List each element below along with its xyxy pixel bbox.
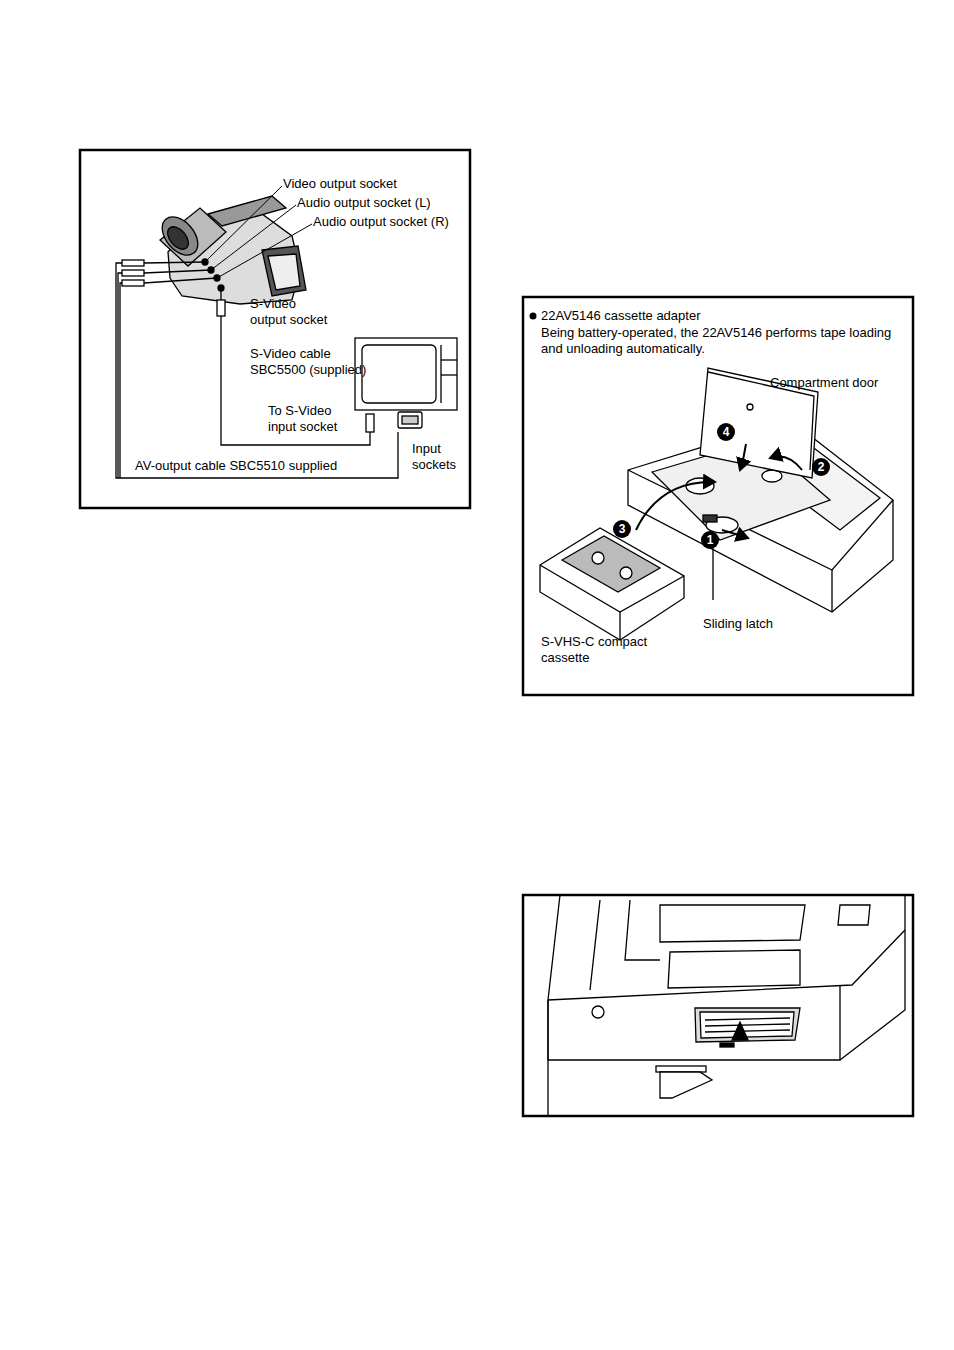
drawing-path — [262, 246, 306, 296]
drawing-path — [540, 528, 684, 640]
drawing-ellipse — [686, 478, 714, 494]
part-label: Sliding latch — [703, 616, 773, 632]
adapter-closeup-drawing — [548, 895, 905, 1116]
s-video-cable — [217, 291, 374, 445]
drawing-path — [548, 895, 560, 1116]
drawing-path — [636, 482, 715, 530]
part-label: Audio output socket (L) — [297, 195, 431, 211]
drawing-line — [441, 359, 457, 360]
callout-number: 3 — [613, 520, 631, 538]
drawing-path — [732, 1022, 748, 1040]
drawing-rect — [398, 412, 422, 428]
drawing-path — [705, 1018, 790, 1032]
drawing-line — [211, 205, 296, 270]
drawing-line — [217, 224, 312, 278]
drawing-path — [770, 457, 802, 471]
drawing-path — [268, 254, 300, 290]
part-label: Audio output socket (R) — [313, 214, 449, 230]
drawing-path — [700, 1012, 794, 1038]
drawing-path — [838, 905, 870, 925]
drawing-rect — [217, 300, 225, 316]
drawing-rect — [122, 280, 144, 286]
drawing-circle — [620, 567, 632, 579]
drawing-line — [441, 374, 457, 375]
drawing-rect — [703, 515, 717, 522]
cable-label: S-Video cable SBC5500 (supplied) — [250, 346, 372, 378]
drawing-polyline — [120, 283, 122, 478]
drawing-path — [548, 985, 840, 1060]
drawing-line — [144, 270, 211, 273]
callout-number: 1 — [701, 531, 719, 549]
tv-drawing — [355, 338, 457, 410]
drawing-rect — [122, 270, 144, 276]
drawing-ellipse — [164, 223, 193, 253]
cable-label: AV-output cable SBC5510 supplied — [135, 458, 337, 474]
drawing-circle — [218, 285, 224, 291]
part-label: Video output socket — [283, 176, 397, 192]
part-label: To S-Video input socket — [268, 403, 360, 435]
drawing-path — [660, 1072, 712, 1098]
drawing-rect — [366, 414, 374, 432]
callout-number: 2 — [812, 458, 830, 476]
drawing-polyline — [118, 273, 122, 478]
drawing-circle — [592, 1006, 604, 1018]
drawing-rect — [80, 150, 470, 508]
drawing-rect — [523, 895, 913, 1116]
drawing-path — [695, 1008, 800, 1042]
description-note: Being battery-operated, the 22AV5146 per… — [541, 325, 901, 357]
drawing-path — [668, 950, 800, 988]
drawing-rect — [656, 1066, 706, 1072]
camcorder-drawing — [155, 196, 306, 304]
drawing-path — [562, 536, 660, 592]
leader-lines — [205, 186, 312, 278]
drawing-path — [722, 530, 748, 538]
drawing-rect — [122, 260, 144, 266]
drawing-circle — [747, 404, 753, 410]
action-arrows — [636, 444, 802, 538]
drawing-polyline — [221, 316, 370, 445]
drawing-line — [831, 570, 832, 612]
drawing-path — [625, 900, 660, 960]
drawing-line — [220, 291, 221, 300]
compact-cassette-drawing — [540, 528, 684, 640]
drawing-rect — [523, 297, 913, 695]
drawing-path — [660, 905, 805, 942]
drawing-rect — [362, 345, 436, 403]
drawing-ellipse — [155, 210, 205, 262]
drawing-line — [440, 345, 441, 403]
callout-number: 4 — [717, 423, 735, 441]
drawing-rect — [355, 338, 457, 410]
bullet — [530, 313, 537, 320]
drawing-path — [740, 444, 746, 470]
drawing-rect — [402, 416, 418, 424]
drawing-line — [144, 262, 205, 263]
part-label: S-Video output socket — [250, 296, 332, 328]
figure-heading: 22AV5146 cassette adapter — [541, 308, 701, 324]
drawing-rect — [720, 1043, 734, 1047]
drawing-circle — [592, 552, 604, 564]
part-label: Input sockets — [412, 441, 468, 473]
drawing-line — [144, 278, 217, 283]
part-label: Compartment door — [770, 375, 878, 391]
part-label: S-VHS-C compact cassette — [541, 634, 671, 666]
drawing-path — [590, 900, 600, 990]
figure-frames — [80, 150, 913, 1116]
drawing-polyline — [116, 263, 398, 478]
